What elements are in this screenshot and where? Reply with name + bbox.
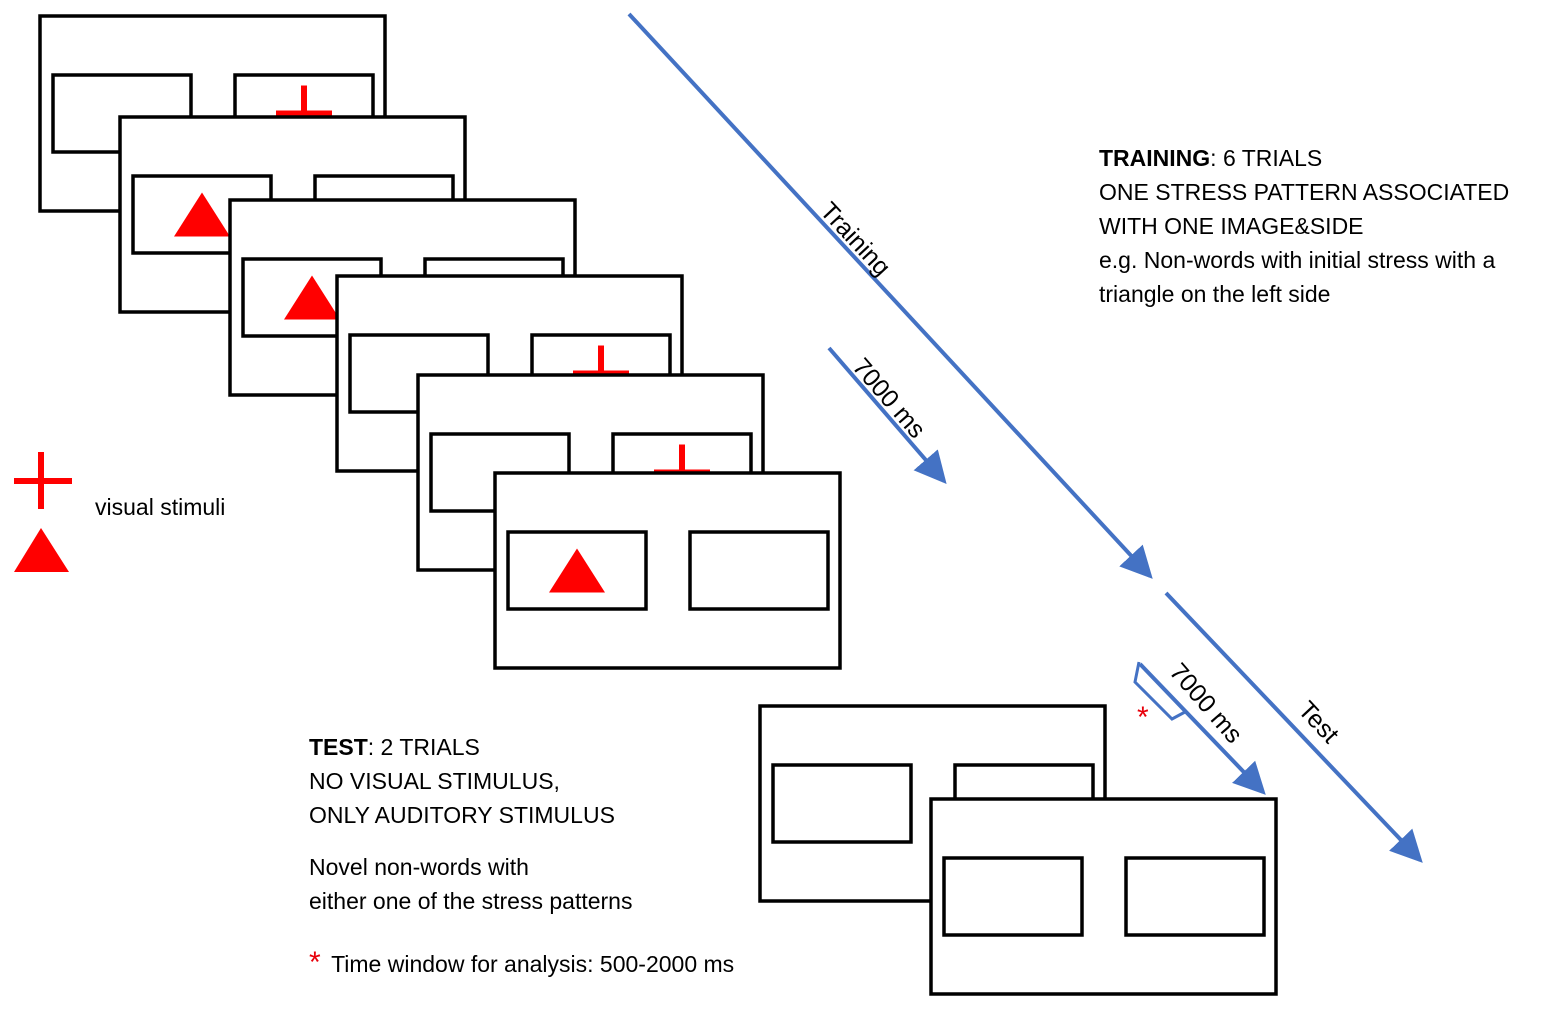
novel-line: Novel non-words with	[309, 854, 529, 880]
screen-frame	[493, 471, 842, 670]
training-line: ONE STRESS PATTERN ASSOCIATED	[1099, 179, 1510, 205]
analysis-text: Time window for analysis: 500-2000 ms	[331, 951, 735, 977]
triangle-stimulus	[549, 548, 605, 593]
test-heading-line: TEST: 2 TRIALS	[309, 730, 615, 764]
training-heading-line: TRAINING: 6 TRIALS	[1099, 141, 1509, 175]
screen-outline	[929, 797, 1278, 996]
triangle-icon	[14, 528, 69, 572]
test-line: NO VISUAL STIMULUS,	[309, 768, 560, 794]
legend-label: visual stimuli	[95, 494, 226, 520]
novel-line: either one of the stress patterns	[309, 888, 633, 914]
analysis-note: * Time window for analysis: 500-2000 ms	[309, 947, 734, 981]
analysis-star: *	[309, 946, 321, 979]
training-screens	[38, 14, 842, 670]
left-box	[942, 856, 1084, 937]
training-line: e.g. Non-words with initial stress with …	[1099, 247, 1496, 273]
test-line: ONLY AUDITORY STIMULUS	[309, 802, 615, 828]
training-description: TRAINING: 6 TRIALS ONE STRESS PATTERN AS…	[1099, 141, 1509, 311]
triangle-stimulus	[284, 275, 340, 320]
test-trials: : 2 TRIALS	[367, 734, 480, 760]
test-description: TEST: 2 TRIALS NO VISUAL STIMULUS, ONLY …	[309, 730, 615, 832]
left-box	[506, 530, 648, 611]
training-trials: : 6 TRIALS	[1210, 145, 1323, 171]
right-box	[1124, 856, 1266, 937]
test-heading: TEST	[309, 734, 368, 760]
novel-description: Novel non-words with either one of the s…	[309, 850, 632, 918]
training-line: triangle on the left side	[1099, 281, 1331, 307]
test-timeline-arrow	[1164, 591, 1423, 863]
left-box	[771, 763, 913, 844]
analysis-window-star: *	[1137, 701, 1149, 734]
screen-outline	[493, 471, 842, 670]
right-box	[688, 530, 830, 611]
test-screens	[758, 704, 1278, 996]
screen-frame	[929, 797, 1278, 996]
training-line: WITH ONE IMAGE&SIDE	[1099, 213, 1364, 239]
training-heading: TRAINING	[1099, 145, 1211, 171]
cross-icon	[14, 452, 72, 509]
training-trial-duration-arrow	[827, 346, 947, 485]
analysis-window-bracket	[1133, 661, 1186, 721]
training-timeline-arrow	[627, 12, 1153, 579]
triangle-stimulus	[174, 192, 230, 237]
test-trial-duration-arrow	[1138, 662, 1266, 795]
